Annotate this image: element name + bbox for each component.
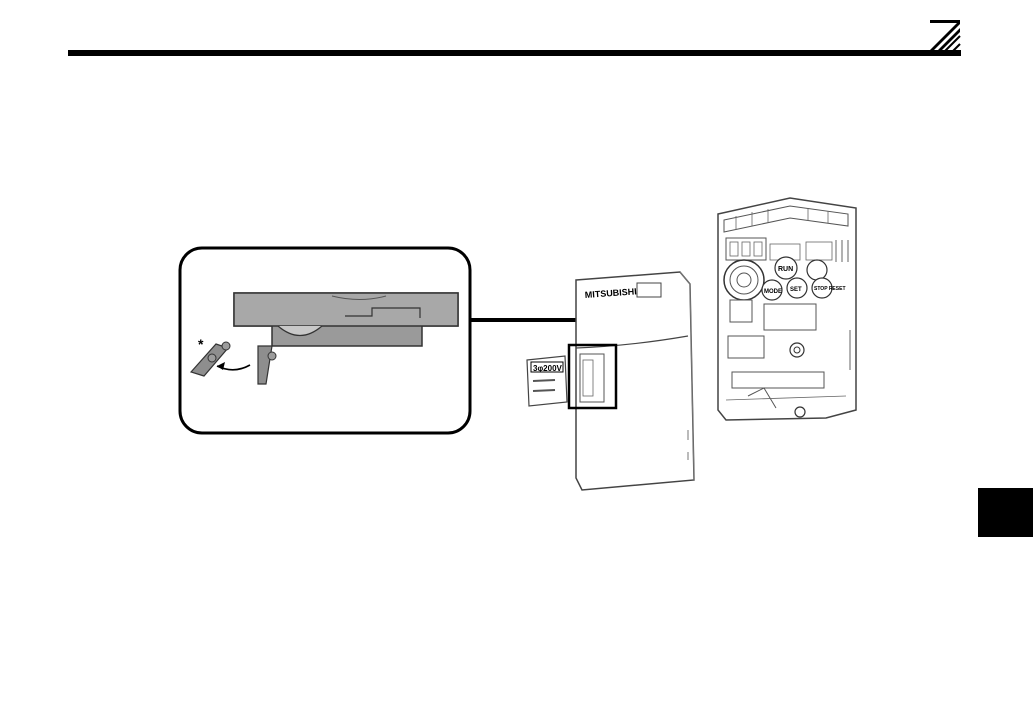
key-run-label: RUN (778, 266, 793, 273)
key-mode-label: MODE (764, 289, 782, 295)
callout-asterisk: * (198, 336, 204, 352)
front-cover: MITSUBISHI (569, 272, 694, 490)
key-stop-label: STOP RESET (814, 286, 846, 292)
rating-text: 3φ200V (533, 364, 563, 373)
inverter-body: RUN MODE SET STOP RESET (718, 198, 856, 420)
rating-plate: 3φ200V (527, 356, 567, 406)
key-set-label: SET (790, 287, 802, 293)
detail-callout: * (180, 248, 470, 433)
